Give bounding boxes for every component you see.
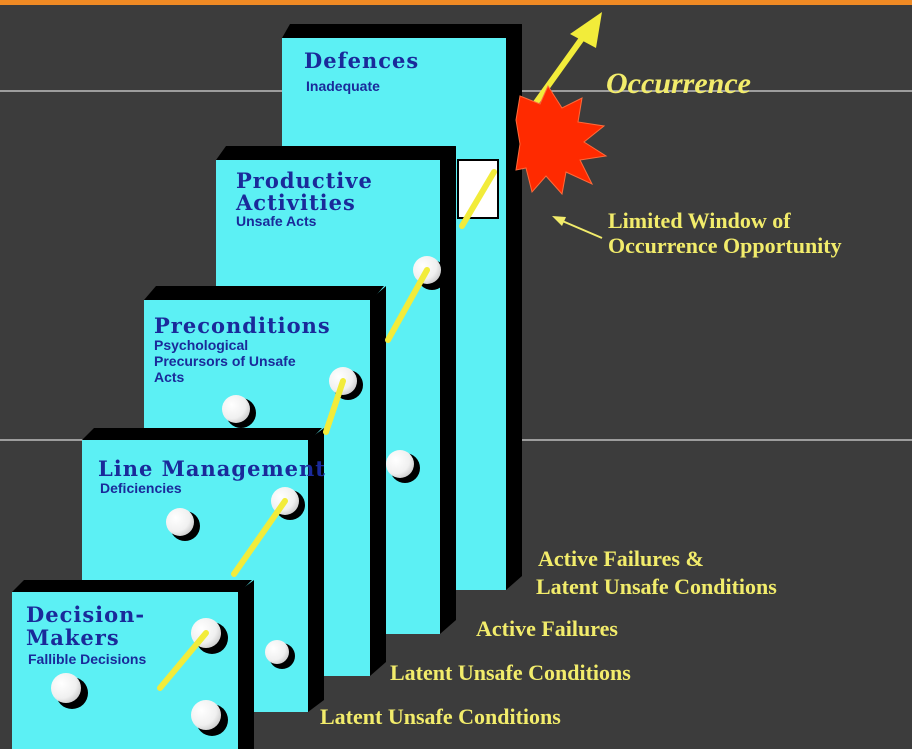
trajectory-segment <box>532 27 591 107</box>
hole-icon <box>386 450 414 478</box>
slice-title-line2: Activities <box>235 190 356 215</box>
slice-title: Line Management <box>98 456 326 481</box>
hole-icon <box>222 395 250 423</box>
productive-failure-label: Active Failures <box>476 616 618 641</box>
slice-top-edge <box>144 286 384 300</box>
defences-failure-label-line2: Latent Unsafe Conditions <box>536 574 777 599</box>
slice-side-edge <box>308 428 324 712</box>
slice-top-edge <box>82 428 322 440</box>
slice-side-edge <box>238 580 254 749</box>
slice-top-edge <box>12 580 252 592</box>
slice-side-edge <box>440 146 456 634</box>
trajectory-segment <box>231 498 288 577</box>
hole-icon <box>51 673 81 703</box>
slice-subtitle-line3: Acts <box>154 369 185 385</box>
slice-title: Defences <box>304 48 419 73</box>
slice-side-edge <box>370 286 386 676</box>
slice-title: Preconditions <box>154 313 331 338</box>
slice-title-line1: Decision- <box>26 602 145 627</box>
slice-subtitle-line2: Precursors of Unsafe <box>154 353 296 369</box>
slice-top-edge <box>216 146 456 160</box>
trajectory-segment <box>459 169 497 229</box>
hole-icon <box>166 508 194 536</box>
slice-top-edge <box>282 24 522 38</box>
defences-failure-label-line1: Active Failures & <box>538 546 704 571</box>
window-opening <box>457 159 499 219</box>
arrow-icon <box>552 216 566 226</box>
hole-icon <box>265 640 289 664</box>
line-management-failure-label: Latent Unsafe Conditions <box>320 704 561 729</box>
window-pointer-line <box>559 219 603 239</box>
slice-subtitle: Fallible Decisions <box>28 651 146 667</box>
arrow-icon <box>570 12 602 48</box>
trajectory-segment <box>385 267 430 343</box>
slice-subtitle: Inadequate <box>306 78 380 94</box>
top-border <box>0 0 912 5</box>
starburst-icon <box>515 84 608 196</box>
slice-subtitle: Deficiencies <box>100 480 182 496</box>
preconditions-failure-label: Latent Unsafe Conditions <box>390 660 631 685</box>
trajectory-segment <box>157 630 209 691</box>
hole-icon <box>191 700 221 730</box>
trajectory-segment <box>323 378 346 435</box>
accident-trajectory <box>157 27 591 691</box>
occurrence-label: Occurrence <box>606 67 751 100</box>
slice-title-line2: Makers <box>26 625 120 650</box>
slice-title-line1: Productive <box>236 168 373 193</box>
slice-subtitle-line1: Psychological <box>154 337 248 353</box>
window-label-line2: Occurrence Opportunity <box>608 233 842 258</box>
window-label-line1: Limited Window of <box>608 208 791 233</box>
slice-decision-makers: Decision- Makers Fallible Decisions <box>12 580 254 749</box>
slice-subtitle: Unsafe Acts <box>236 213 317 229</box>
